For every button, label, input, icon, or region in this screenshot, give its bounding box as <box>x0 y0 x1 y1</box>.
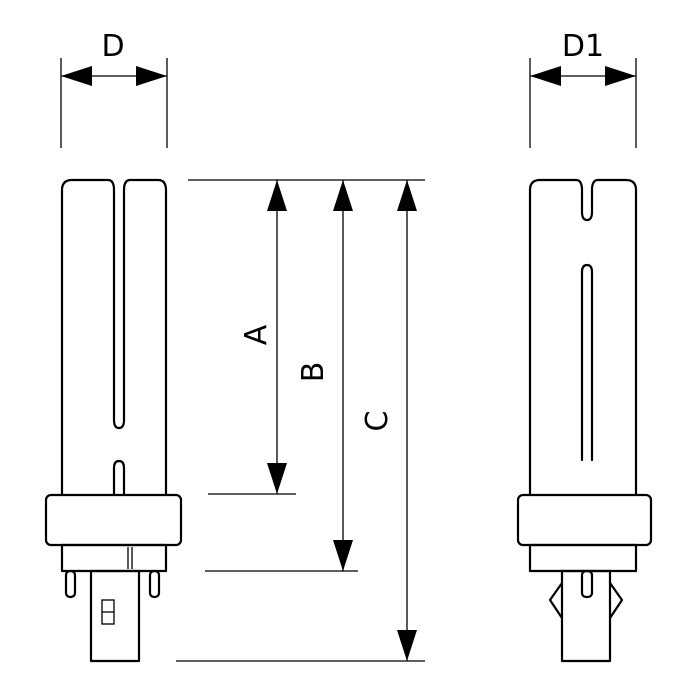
label-d1: D1 <box>562 29 604 64</box>
side-tube <box>528 178 638 496</box>
side-view-lamp <box>516 178 653 663</box>
front-view-lamp <box>44 178 183 663</box>
side-starter-block <box>560 569 612 663</box>
front-pins <box>64 569 161 599</box>
front-tubes <box>60 178 168 496</box>
dimension-d: D <box>60 29 168 148</box>
label-a: A <box>239 324 274 345</box>
label-b: B <box>296 362 331 383</box>
front-base-neck <box>60 543 168 573</box>
side-clips <box>548 581 624 620</box>
dimension-b: B <box>296 180 353 571</box>
dimension-c: C <box>360 180 417 661</box>
dimension-d1: D1 <box>529 29 637 148</box>
side-base-neck <box>528 543 638 573</box>
front-starter-block <box>89 569 141 663</box>
dimension-a: A <box>239 180 287 494</box>
label-d: D <box>101 29 124 64</box>
extension-lines <box>176 179 425 662</box>
side-base-collar <box>516 493 653 547</box>
label-c: C <box>360 411 395 432</box>
front-base-collar <box>44 493 183 547</box>
